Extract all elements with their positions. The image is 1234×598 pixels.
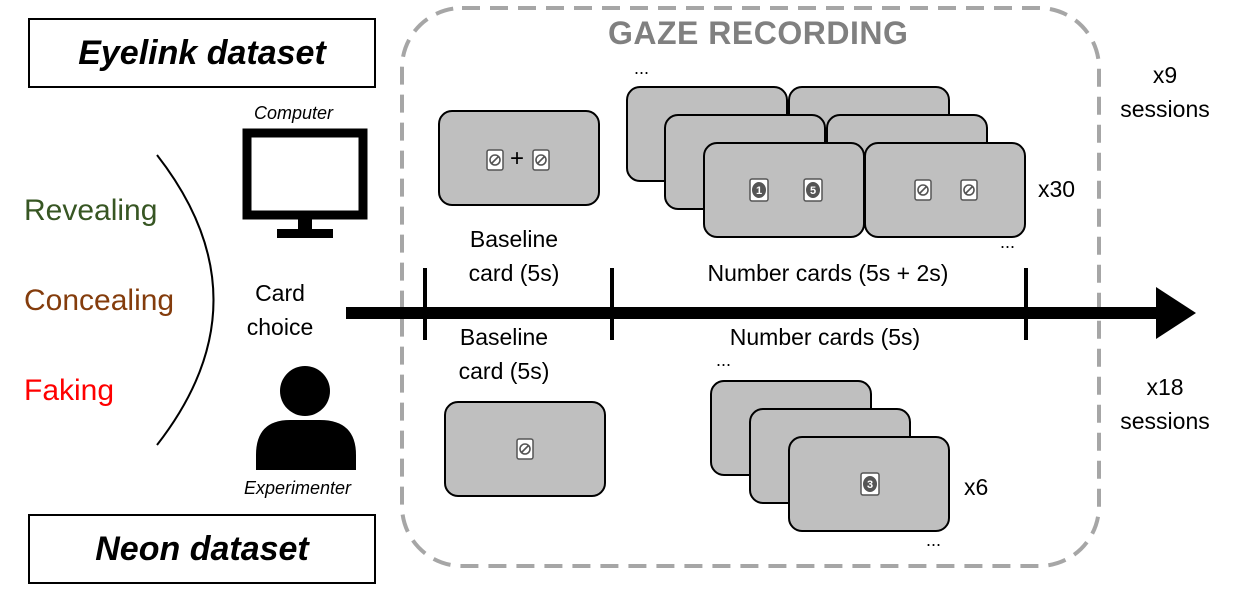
neon-dataset-box: Neon dataset xyxy=(28,514,376,584)
svg-text:5: 5 xyxy=(810,185,816,197)
mode-faking: Faking xyxy=(24,374,115,407)
neon-baseline-label: Baseline card (5s) xyxy=(458,324,550,384)
eyelink-repeat-count: x30 xyxy=(1038,176,1076,202)
timeline-tick-start xyxy=(423,268,427,340)
eyelink-ellipsis-bottom: ... xyxy=(1000,232,1016,252)
computer-label: Computer xyxy=(254,103,334,123)
svg-text:1: 1 xyxy=(756,185,762,197)
experimenter-icon xyxy=(256,366,356,470)
number-card-icon: 3 xyxy=(860,472,880,501)
blocked-card-icon xyxy=(960,179,978,206)
number-card-icon: 5 xyxy=(803,178,823,207)
neon-number-card-front: 3 xyxy=(788,436,950,532)
neon-ellipsis-top: ... xyxy=(716,350,732,370)
eyelink-number-card-front: 1 5 xyxy=(703,142,865,238)
experimenter-label: Experimenter xyxy=(244,478,352,498)
blocked-card-icon xyxy=(532,149,550,176)
eyelink-baseline-card: + xyxy=(438,110,600,206)
eyelink-dataset-box: Eyelink dataset xyxy=(28,18,376,88)
timeline-tick-baseline xyxy=(610,268,614,340)
blocked-card-icon xyxy=(516,438,534,465)
eyelink-sessions: x9 sessions xyxy=(1120,62,1210,122)
eyelink-number-label: Number cards (5s + 2s) xyxy=(707,260,949,286)
neon-number-label: Number cards (5s) xyxy=(729,324,921,350)
mode-revealing: Revealing xyxy=(24,194,158,227)
neon-ellipsis-bottom: ... xyxy=(926,530,942,550)
gaze-recording-title: GAZE RECORDING xyxy=(608,15,909,51)
plus-sign: + xyxy=(510,145,525,172)
neon-baseline-card xyxy=(444,401,606,497)
mode-concealing: Concealing xyxy=(24,284,175,317)
timeline-tick-end xyxy=(1024,268,1028,340)
blocked-card-icon xyxy=(486,149,504,176)
eyelink-ellipsis-top: ... xyxy=(634,58,650,78)
gaze-recording-region xyxy=(400,6,1101,568)
blocked-card-icon xyxy=(914,179,932,206)
computer-icon xyxy=(242,128,368,238)
svg-text:3: 3 xyxy=(867,479,873,491)
card-choice-label: Card choice xyxy=(246,280,314,340)
eyelink-blocked-card-front xyxy=(864,142,1026,238)
eyelink-baseline-label: Baseline card (5s) xyxy=(468,226,560,286)
neon-sessions: x18 sessions xyxy=(1120,374,1210,434)
timeline-arrow xyxy=(346,268,1196,340)
mode-bracket xyxy=(156,154,215,446)
number-card-icon: 1 xyxy=(749,178,769,207)
eyelink-dataset-title: Eyelink dataset xyxy=(78,33,326,72)
neon-dataset-title: Neon dataset xyxy=(95,529,309,568)
neon-repeat-count: x6 xyxy=(964,474,989,500)
